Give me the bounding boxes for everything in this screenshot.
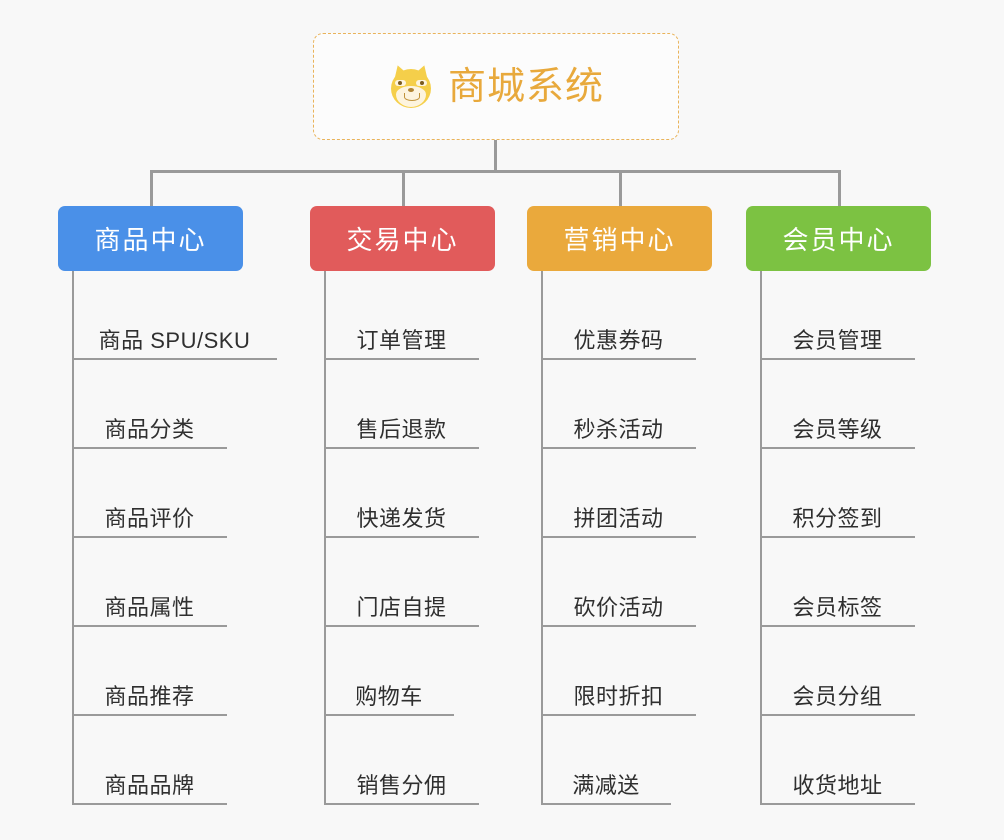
leaf-spine bbox=[760, 271, 762, 805]
root-title: 商城系统 bbox=[447, 65, 604, 108]
leaf-item-label: 快递发货 bbox=[356, 506, 447, 532]
leaf-item[interactable]: 商品 SPU/SKU bbox=[72, 271, 277, 360]
leaf-item-label: 收货地址 bbox=[792, 773, 883, 799]
leaf-item[interactable]: 秒杀活动 bbox=[541, 360, 696, 449]
connector-drop-trade-center bbox=[402, 170, 405, 206]
category-label: 交易中心 bbox=[346, 225, 459, 255]
leaf-item[interactable]: 砍价活动 bbox=[541, 538, 696, 627]
leaf-item[interactable]: 会员标签 bbox=[760, 538, 915, 627]
leaf-item-label: 订单管理 bbox=[356, 328, 447, 354]
leaf-item-label: 商品分类 bbox=[104, 417, 195, 443]
leaf-item[interactable]: 积分签到 bbox=[760, 449, 915, 538]
leaf-item-label: 秒杀活动 bbox=[573, 417, 664, 443]
leaf-item[interactable]: 门店自提 bbox=[324, 538, 479, 627]
leaf-item-label: 商品属性 bbox=[104, 595, 195, 621]
leaf-item[interactable]: 售后退款 bbox=[324, 360, 479, 449]
connector-drop-product-center bbox=[150, 170, 153, 206]
leaf-spine bbox=[541, 271, 543, 805]
category-label: 会员中心 bbox=[782, 225, 895, 255]
leaf-item-label: 购物车 bbox=[355, 684, 423, 710]
leaf-item-label: 砍价活动 bbox=[573, 595, 664, 621]
leaf-item-label: 会员分组 bbox=[792, 684, 883, 710]
leaf-item[interactable]: 会员等级 bbox=[760, 360, 915, 449]
connector-root-stem bbox=[494, 140, 497, 171]
leaf-item-label: 会员等级 bbox=[792, 417, 883, 443]
leaf-item-label: 会员标签 bbox=[792, 595, 883, 621]
leaf-item[interactable]: 限时折扣 bbox=[541, 627, 696, 716]
connector-drop-marketing-center bbox=[619, 170, 622, 206]
category-label: 商品中心 bbox=[94, 225, 207, 255]
leaf-item-label: 商品 SPU/SKU bbox=[98, 328, 251, 354]
leaf-item[interactable]: 满减送 bbox=[541, 716, 671, 805]
root-node[interactable]: 商城系统 bbox=[313, 33, 679, 140]
leaf-item[interactable]: 销售分佣 bbox=[324, 716, 479, 805]
leaf-item[interactable]: 会员分组 bbox=[760, 627, 915, 716]
leaf-item-label: 商品评价 bbox=[104, 506, 195, 532]
category-header-product-center[interactable]: 商品中心 bbox=[58, 206, 243, 271]
leaf-item-label: 门店自提 bbox=[356, 595, 447, 621]
leaf-item[interactable]: 收货地址 bbox=[760, 716, 915, 805]
leaf-item[interactable]: 商品品牌 bbox=[72, 716, 227, 805]
connector-horizontal-bus bbox=[150, 170, 838, 173]
leaf-spine bbox=[324, 271, 326, 805]
leaf-item[interactable]: 购物车 bbox=[324, 627, 454, 716]
leaf-item[interactable]: 订单管理 bbox=[324, 271, 479, 360]
leaf-item[interactable]: 商品推荐 bbox=[72, 627, 227, 716]
leaf-item-label: 销售分佣 bbox=[356, 773, 447, 799]
leaf-item-label: 拼团活动 bbox=[573, 506, 664, 532]
category-label: 营销中心 bbox=[563, 225, 676, 255]
leaf-item-label: 商品品牌 bbox=[104, 773, 195, 799]
leaf-item[interactable]: 商品属性 bbox=[72, 538, 227, 627]
leaf-spine bbox=[72, 271, 74, 805]
connector-drop-member-center bbox=[838, 170, 841, 206]
leaf-item-label: 限时折扣 bbox=[573, 684, 664, 710]
category-header-marketing-center[interactable]: 营销中心 bbox=[527, 206, 712, 271]
leaf-item[interactable]: 会员管理 bbox=[760, 271, 915, 360]
leaf-item[interactable]: 快递发货 bbox=[324, 449, 479, 538]
leaf-item[interactable]: 商品评价 bbox=[72, 449, 227, 538]
leaf-item-label: 售后退款 bbox=[356, 417, 447, 443]
leaf-item-label: 商品推荐 bbox=[104, 684, 195, 710]
leaf-item[interactable]: 拼团活动 bbox=[541, 449, 696, 538]
leaf-item-label: 积分签到 bbox=[792, 506, 883, 532]
leaf-item-label: 满减送 bbox=[572, 773, 640, 799]
leaf-item-label: 会员管理 bbox=[792, 328, 883, 354]
leaf-item[interactable]: 商品分类 bbox=[72, 360, 227, 449]
leaf-item[interactable]: 优惠券码 bbox=[541, 271, 696, 360]
leaf-item-label: 优惠券码 bbox=[573, 328, 664, 354]
shiba-dog-icon bbox=[388, 62, 434, 110]
category-header-member-center[interactable]: 会员中心 bbox=[746, 206, 931, 271]
category-header-trade-center[interactable]: 交易中心 bbox=[310, 206, 495, 271]
